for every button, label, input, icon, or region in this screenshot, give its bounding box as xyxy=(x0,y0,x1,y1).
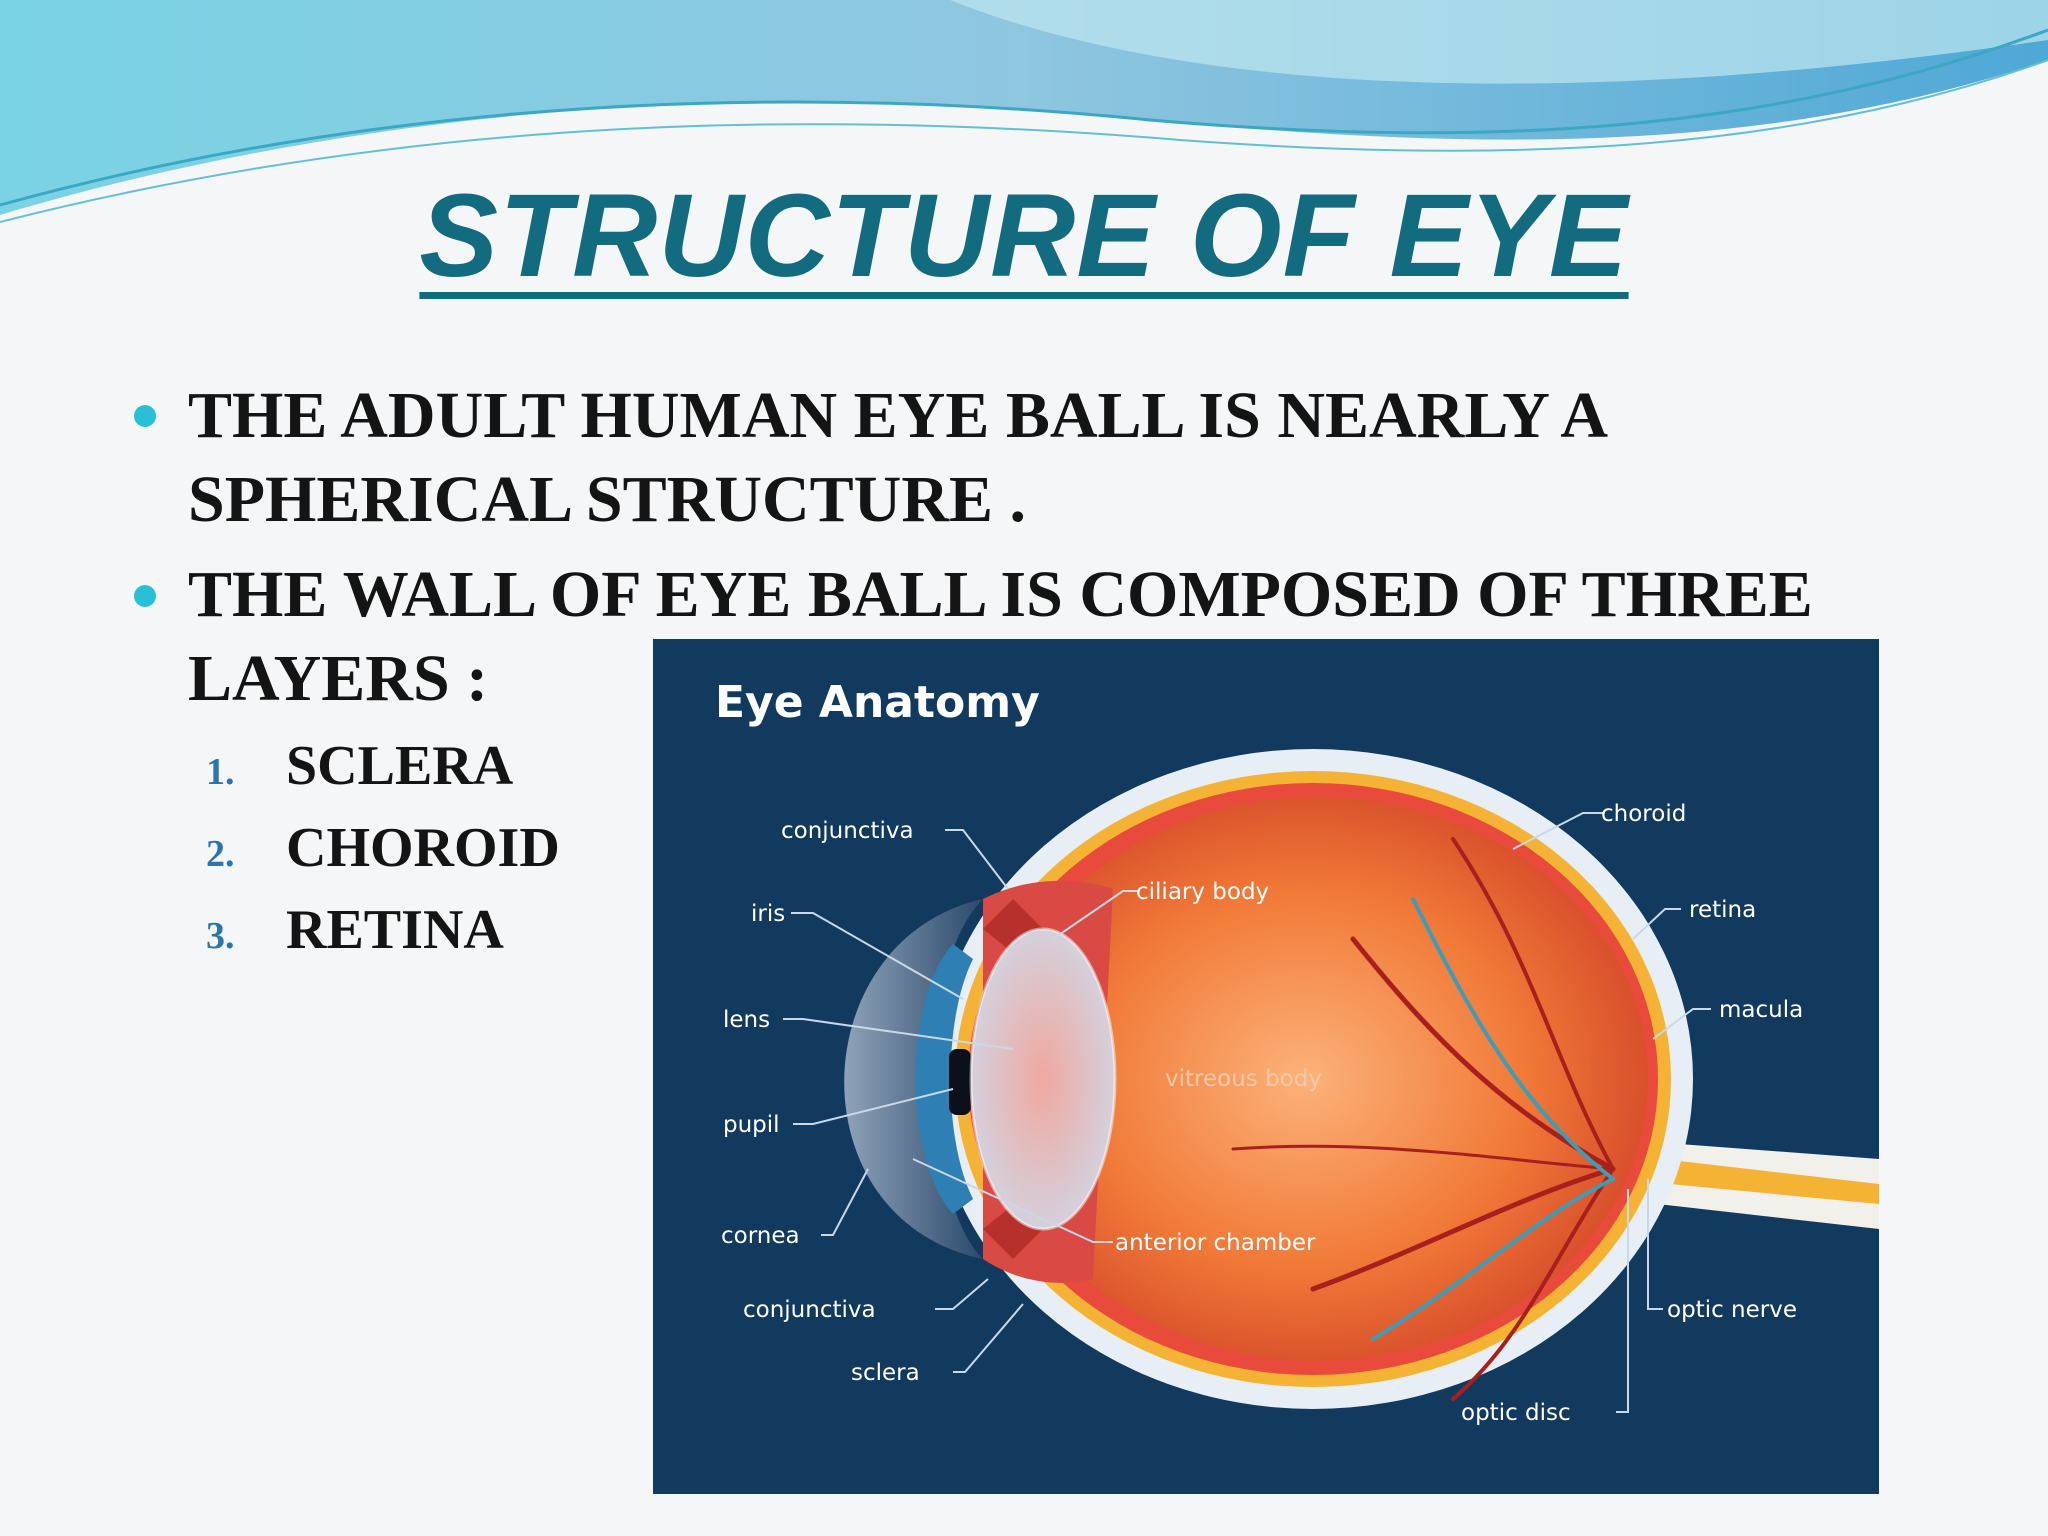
layer-item-3: 3.RETINA xyxy=(206,899,504,961)
diagram-title: Eye Anatomy xyxy=(715,677,1040,728)
retinal-vessels xyxy=(1231,837,1616,1401)
eye-anatomy-diagram: Eye Anatomy xyxy=(653,639,1879,1494)
label-optic-nerve: optic nerve xyxy=(1667,1297,1797,1323)
label-macula: macula xyxy=(1719,997,1803,1023)
layer-item-2: 2.CHOROID xyxy=(206,817,560,879)
layer-item-1: 1.SCLERA xyxy=(206,735,514,797)
label-lens: lens xyxy=(723,1007,770,1033)
label-conjunctiva-bottom: conjunctiva xyxy=(743,1297,876,1323)
label-cornea: cornea xyxy=(721,1223,800,1249)
bullet-text-1: THE ADULT HUMAN EYE BALL IS NEARLY A SPH… xyxy=(188,379,1609,536)
label-sclera: sclera xyxy=(851,1360,920,1386)
label-anterior-chamber: anterior chamber xyxy=(1115,1230,1316,1256)
label-vitreous-body: vitreous body xyxy=(1165,1066,1322,1092)
label-optic-disc: optic disc xyxy=(1461,1400,1571,1426)
bullet-dot xyxy=(134,405,156,427)
cornea-shape xyxy=(844,899,983,1259)
lens-shape xyxy=(969,927,1117,1231)
page-title: STRUCTURE OF EYE xyxy=(419,170,1629,302)
label-ciliary-body: ciliary body xyxy=(1136,879,1269,905)
header-wave-decoration xyxy=(0,0,2048,223)
label-retina: retina xyxy=(1689,897,1756,923)
bullet-dot xyxy=(134,585,156,607)
label-iris: iris xyxy=(751,901,785,927)
label-pupil: pupil xyxy=(723,1112,780,1138)
label-conjunctiva-top: conjunctiva xyxy=(781,818,914,844)
bullet-text-2: THE WALL OF EYE BALL IS COMPOSED OF THRE… xyxy=(188,558,1813,715)
label-choroid: choroid xyxy=(1601,801,1686,827)
pupil-shape xyxy=(949,1049,971,1115)
leader-lines xyxy=(783,812,1711,1413)
iris-shape xyxy=(915,944,973,1214)
